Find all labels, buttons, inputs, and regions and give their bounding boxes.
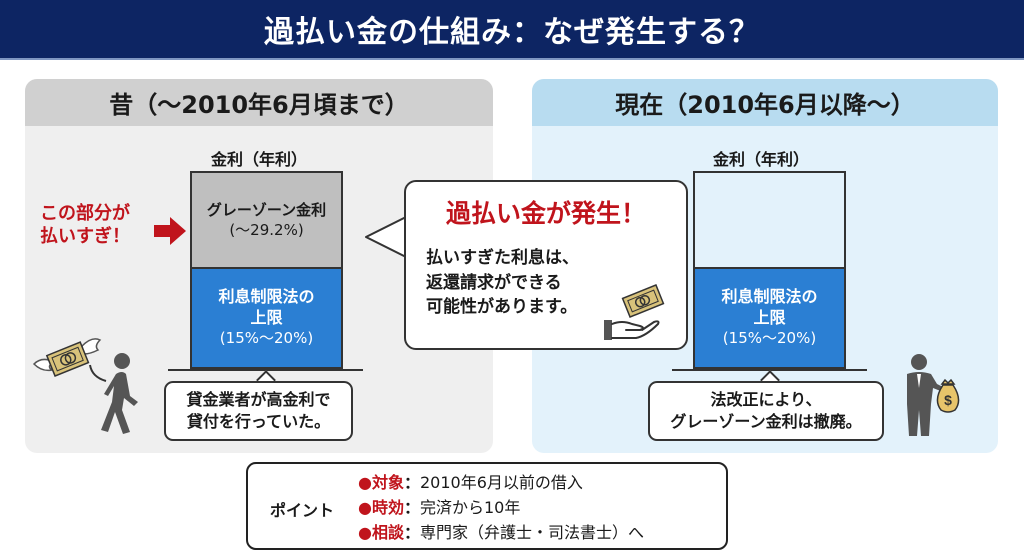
overpay-label-line2: 払いすぎ！ (40, 226, 130, 248)
flying-money-icon (32, 336, 102, 386)
open-hand-icon (602, 316, 662, 344)
present-callout-line1: 法改正により、 (710, 390, 822, 410)
past-axis-label: 金利（年利） (211, 150, 308, 169)
legal-limit-segment: 利息制限法の 上限 (15%〜20%) (192, 267, 341, 367)
overpay-label: この部分が 払いすぎ！ (40, 202, 130, 249)
past-callout: 貸金業者が高金利で 貸付を行っていた。 (164, 381, 353, 441)
money-bill-icon (621, 284, 665, 318)
bullet-dot-icon: ● (358, 523, 372, 542)
point-value: 専門家（弁護士・司法書士）へ (420, 523, 645, 542)
motion-line-icon (88, 363, 108, 385)
legal-limit-line2: 上限 (753, 308, 786, 328)
overpayment-line3: 可能性があります。 (426, 297, 578, 318)
point-item-consult: ●相談：専門家（弁護士・司法書士）へ (358, 520, 644, 545)
legal-limit-line2: 上限 (250, 308, 283, 328)
overpayment-bubble: 過払い金が発生！ 払いすぎた利息は、 返還請求ができる 可能性があります。 (404, 180, 688, 350)
bullet-dot-icon: ● (358, 498, 372, 517)
past-baseline (168, 369, 363, 371)
point-item-statute: ●時効：完済から10年 (358, 495, 644, 520)
present-callout-line2: グレーゾーン金利は撤廃。 (670, 412, 862, 431)
point-colon: ： (403, 498, 420, 517)
walking-person-icon (100, 352, 140, 436)
overpayment-line2: 返還請求ができる (426, 272, 562, 293)
overpayment-title: 過払い金が発生！ (445, 199, 646, 228)
present-axis-label: 金利（年利） (713, 150, 810, 169)
past-panel-title: 昔（〜2010年6月頃まで） (25, 79, 493, 126)
overpay-label-line1: この部分が (40, 203, 130, 224)
legal-limit-value: (15%〜20%) (219, 329, 314, 348)
legal-limit-line1: 利息制限法の (218, 287, 315, 307)
gray-zone-value: (〜29.2%) (229, 221, 304, 239)
header-banner: 過払い金の仕組み：なぜ発生する？ (0, 0, 1024, 60)
past-callout-line1: 貸金業者が高金利で (186, 390, 331, 410)
point-value: 2010年6月以前の借入 (420, 473, 583, 492)
point-item-target: ●対象：2010年6月以前の借入 (358, 470, 644, 495)
gray-zone-segment: グレーゾーン金利 (〜29.2%) (192, 173, 341, 267)
past-interest-bar: グレーゾーン金利 (〜29.2%) 利息制限法の 上限 (15%〜20%) (190, 171, 343, 369)
overpayment-line1: 払いすぎた利息は、 (426, 248, 579, 268)
present-panel-title: 現在（2010年6月以降〜） (532, 79, 998, 126)
businessman-money-bag-icon: $ (905, 354, 961, 438)
point-key: 時効 (371, 498, 404, 517)
center-bubble-tail (364, 212, 408, 262)
present-callout: 法改正により、 グレーゾーン金利は撤廃。 (648, 381, 884, 441)
points-list: ●対象：2010年6月以前の借入 ●時効：完済から10年 ●相談：専門家（弁護士… (358, 470, 644, 545)
legal-limit-value: (15%〜20%) (722, 329, 817, 348)
svg-text:$: $ (944, 392, 952, 408)
points-label: ポイント (270, 501, 335, 520)
page-title: 過払い金の仕組み：なぜ発生する？ (264, 15, 760, 50)
legal-limit-line1: 利息制限法の (721, 287, 818, 307)
key-points-box: ポイント ●対象：2010年6月以前の借入 ●時効：完済から10年 ●相談：専門… (246, 462, 728, 550)
abolished-gray-zone-segment (695, 173, 844, 267)
point-colon: ： (403, 473, 420, 492)
legal-limit-segment: 利息制限法の 上限 (15%〜20%) (695, 267, 844, 367)
present-baseline (672, 369, 867, 371)
point-colon: ： (403, 523, 420, 542)
present-interest-bar: 利息制限法の 上限 (15%〜20%) (693, 171, 846, 369)
gray-zone-label: グレーゾーン金利 (206, 200, 327, 219)
bullet-dot-icon: ● (358, 473, 372, 492)
overpayment-body: 払いすぎた利息は、 返還請求ができる 可能性があります。 (426, 246, 579, 320)
red-arrow-icon (154, 217, 186, 245)
past-callout-line2: 貸付を行っていた。 (186, 412, 331, 431)
point-value: 完済から10年 (420, 498, 521, 517)
point-key: 対象 (371, 473, 404, 492)
point-key: 相談 (371, 523, 404, 542)
